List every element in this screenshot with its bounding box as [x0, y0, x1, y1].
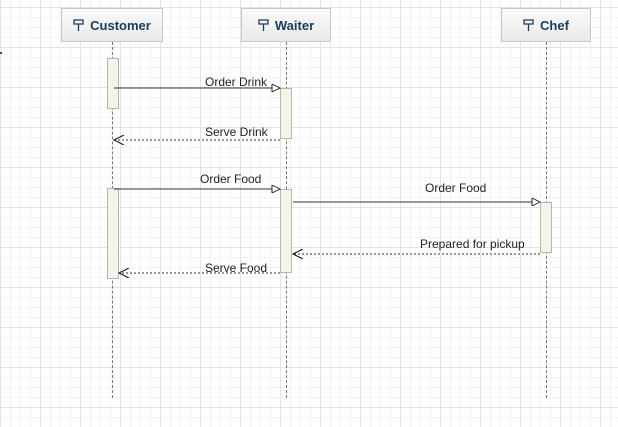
message-label-order-drink: Order Drink: [205, 75, 268, 89]
participant-waiter[interactable]: Waiter: [241, 8, 331, 42]
activation-customer-2[interactable]: [107, 188, 119, 279]
activation-waiter-1[interactable]: [280, 88, 292, 139]
pin-icon: [73, 18, 84, 32]
pin-icon: [258, 18, 269, 32]
activation-customer-1[interactable]: [107, 58, 119, 109]
participant-label: Chef: [540, 17, 569, 33]
participant-chef[interactable]: Chef: [501, 8, 591, 42]
participant-customer[interactable]: Customer: [61, 8, 163, 42]
participant-label: Waiter: [274, 17, 315, 33]
activation-waiter-2[interactable]: [280, 189, 292, 273]
message-label-order-food: Order Food: [200, 172, 262, 186]
canvas-marker-dot: [0, 52, 2, 54]
participant-label: Customer: [90, 17, 151, 33]
message-label-serve-drink: Serve Drink: [205, 125, 268, 139]
message-label-prepared-for-pickup: Prepared for pickup: [420, 237, 525, 251]
activation-chef-1[interactable]: [540, 202, 552, 253]
pin-icon: [523, 18, 534, 32]
message-label-serve-food: Serve Food: [205, 261, 268, 275]
message-label-order-food-chef: Order Food: [425, 181, 487, 195]
